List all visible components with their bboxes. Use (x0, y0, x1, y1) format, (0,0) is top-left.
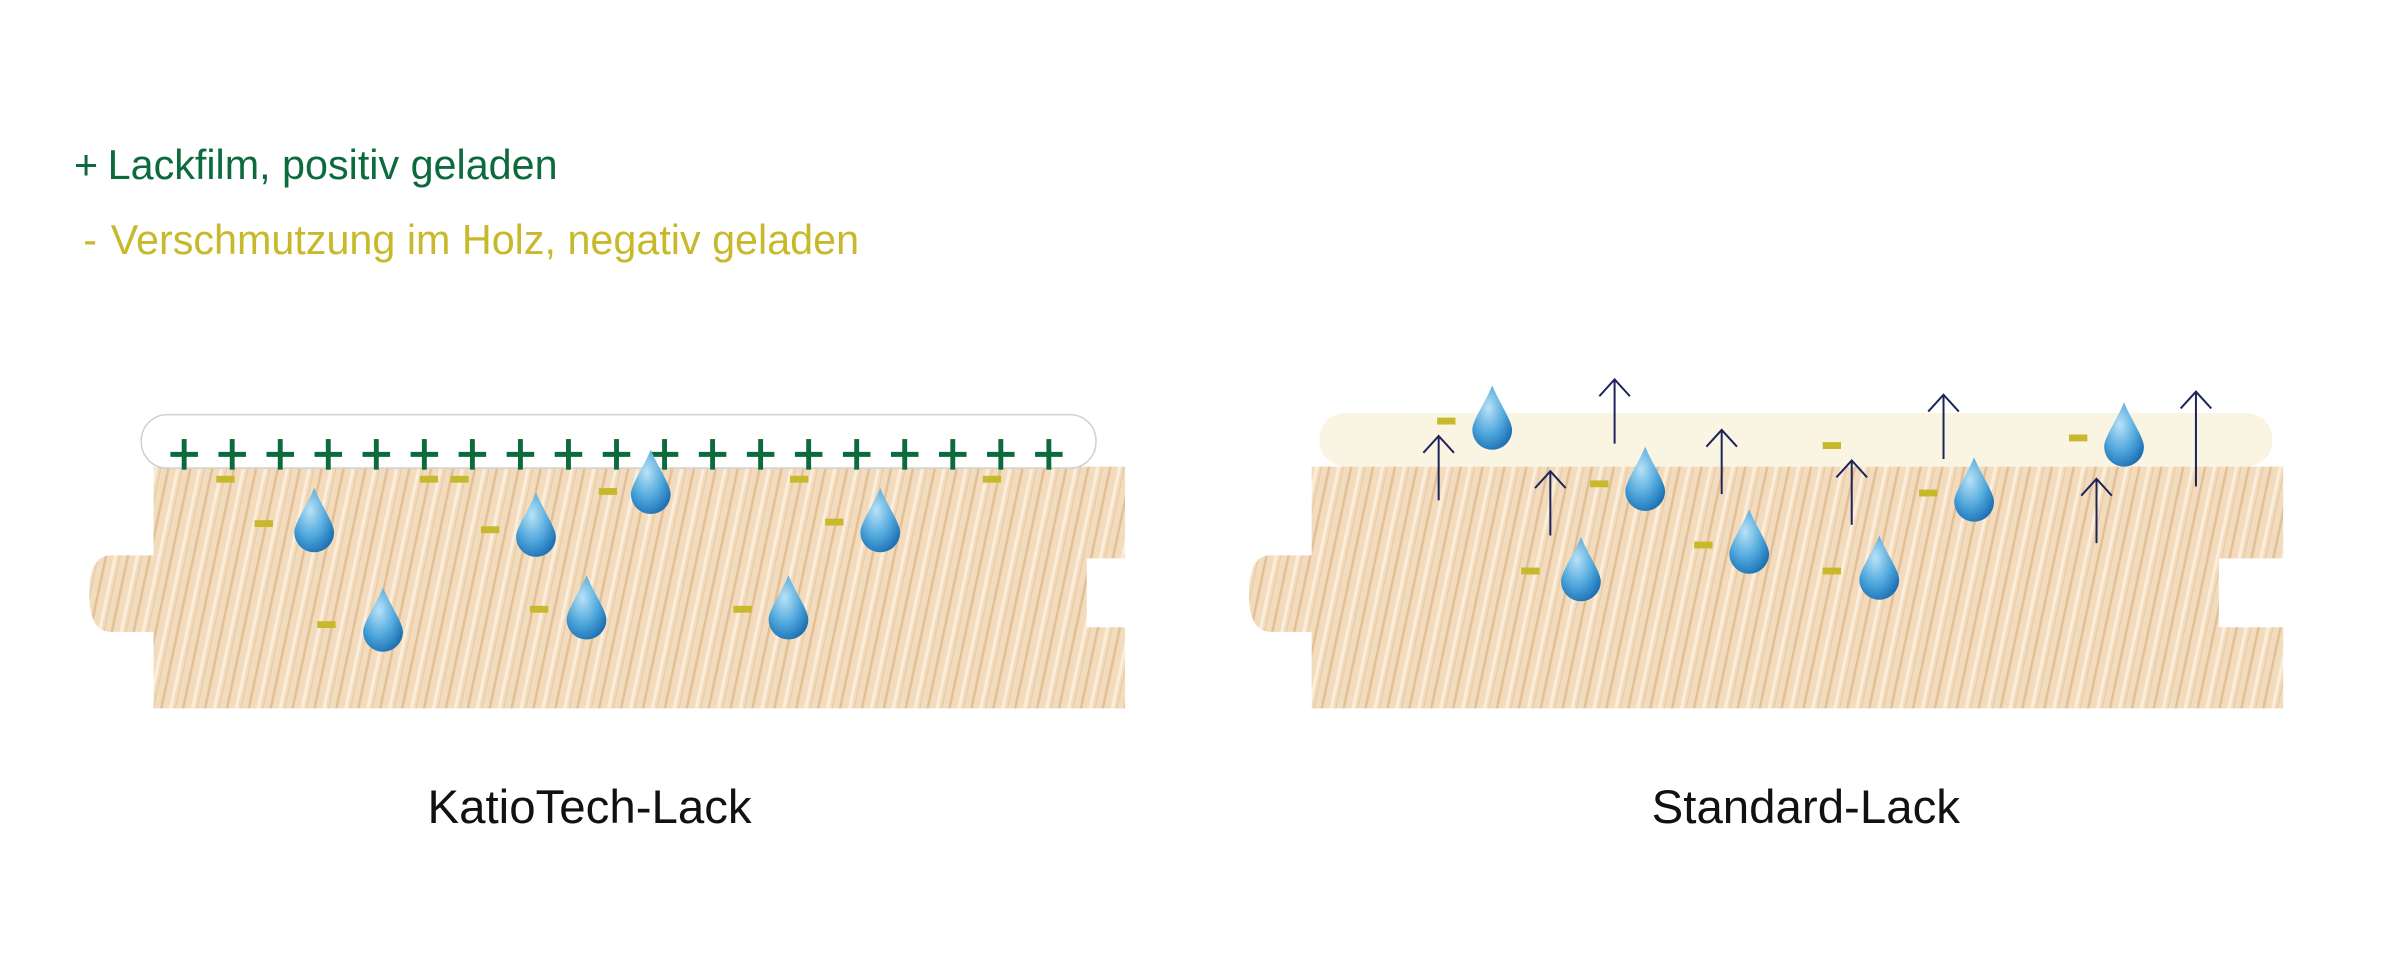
positive-charge-icon (218, 439, 246, 470)
negative-charge-icon (529, 605, 549, 613)
standard-board: Standard-Lack (1248, 377, 2284, 834)
water-drop-icon (363, 587, 403, 652)
positive-charge-icon (698, 439, 727, 470)
positive-charge-icon (458, 439, 487, 470)
legend-positive-text: Lackfilm, positiv geladen (108, 142, 558, 188)
positive-charge-icon (314, 439, 343, 470)
negative-charge-icon (254, 520, 273, 528)
positive-charge-icon (939, 439, 967, 470)
positive-charge-icon (746, 439, 775, 470)
water-drop-icon (294, 488, 335, 553)
legend-positive-symbol: + (74, 142, 98, 188)
standard-label: Standard-Lack (1652, 781, 1961, 834)
water-drop-icon (1729, 509, 1770, 574)
negative-charge-icon (825, 518, 844, 526)
positive-charge-icon (362, 439, 391, 470)
negative-charge-icon (317, 621, 336, 629)
positive-charge-icon (842, 439, 871, 470)
arrow-up-icon (1927, 393, 1960, 459)
katiotech-board: KatioTech-Lack (89, 413, 1126, 834)
arrow-up-icon (1705, 428, 1738, 495)
water-drop-icon (566, 575, 607, 640)
negative-charge-icon (216, 475, 235, 483)
positive-charge-icon (410, 439, 439, 470)
katiotech-label: KatioTech-Lack (428, 781, 752, 834)
positive-charge-icon (506, 439, 535, 470)
positive-charge-icon (1035, 439, 1063, 470)
water-drop-icon (1859, 535, 1900, 600)
negative-charge-icon (1694, 541, 1713, 549)
water-drop-icon (2104, 402, 2144, 467)
positive-charge-icon (602, 439, 631, 470)
water-drop-icon (768, 575, 809, 640)
wood-board (89, 466, 1126, 709)
negative-charge-icon (480, 526, 500, 534)
water-drop-icon (1472, 385, 1513, 450)
arrow-up-icon (1534, 469, 1567, 536)
negative-charge-icon (2068, 434, 2088, 442)
positive-charge-icon (170, 439, 198, 470)
wood-board (1248, 466, 2284, 709)
positive-charge-icon (266, 439, 295, 470)
arrow-up-icon (2080, 477, 2113, 544)
negative-charge-icon (450, 475, 469, 483)
negative-charge-icon (733, 605, 752, 613)
negative-charge-icon (982, 475, 1002, 483)
positive-charge-icon (650, 439, 679, 470)
water-drop-icon (630, 449, 671, 515)
water-drop-icon (1625, 446, 1666, 511)
water-drop-icon (1561, 536, 1601, 602)
negative-charge-icon (1822, 567, 1842, 575)
arrow-up-icon (2179, 390, 2212, 487)
negative-charge-icon (419, 475, 439, 483)
negative-charge-icon (1919, 489, 1938, 497)
negative-charge-icon (1590, 480, 1609, 488)
arrow-up-icon (1835, 459, 1868, 525)
negative-charge-icon (1822, 442, 1842, 450)
arrow-up-icon (1598, 377, 1631, 444)
legend-negative-text: Verschmutzung im Holz, negativ geladen (111, 217, 859, 263)
positive-charge-icon (554, 439, 583, 470)
negative-charge-icon (598, 488, 618, 495)
lacquer-film (1319, 413, 2273, 467)
negative-charge-icon (789, 475, 809, 483)
positive-charge-icon (890, 439, 919, 470)
legend: + Lackfilm, positiv geladen - Verschmutz… (74, 142, 859, 263)
legend-negative-symbol: - (83, 217, 97, 263)
positive-charge-icon (987, 439, 1015, 470)
negative-charge-icon (1437, 417, 1456, 425)
water-drop-icon (860, 488, 901, 553)
water-drop-icon (1954, 457, 1995, 522)
negative-charge-icon (1521, 567, 1540, 575)
positive-charge-icon (794, 439, 823, 470)
arrow-up-icon (1422, 434, 1455, 501)
water-drop-icon (516, 492, 556, 557)
